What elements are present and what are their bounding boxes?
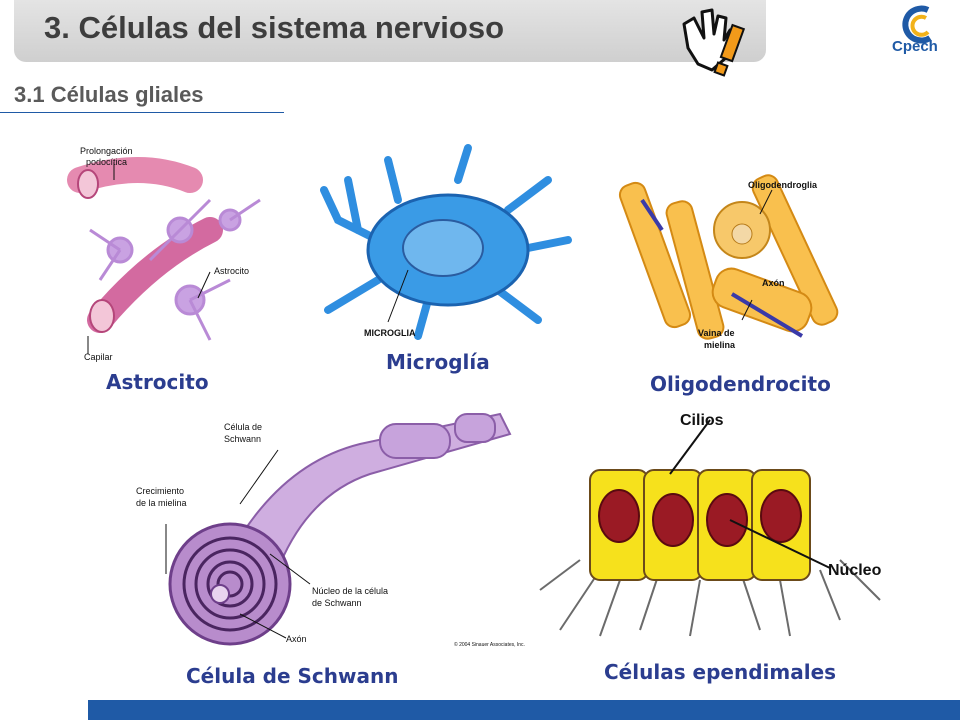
annot-axon-schwann: Axón <box>286 634 307 644</box>
title-bar <box>14 0 766 62</box>
annot-podocitica: podocítica <box>86 157 128 167</box>
ependimales-label: Células ependimales <box>604 660 837 684</box>
annot-oligodendroglia: Oligodendroglia <box>748 180 817 190</box>
cpech-logo-icon <box>902 5 932 44</box>
annot-microglia: MICROGLIA <box>364 328 416 338</box>
subtitle-divider <box>0 112 284 113</box>
ependimales-illustration <box>539 419 881 637</box>
oligodendrocito-illustration <box>618 174 839 340</box>
page-title: 3. Células del sistema nervioso <box>44 10 505 45</box>
oligodendrocito-label: Oligodendrocito <box>650 372 831 396</box>
pointing-hand-icon <box>682 8 746 77</box>
annot-vaina1: Vaina de <box>698 328 735 338</box>
annot-vaina2: mielina <box>704 340 736 350</box>
annot-nucleo-schwann2: de Schwann <box>312 598 362 608</box>
annot-celula2: Schwann <box>224 434 262 444</box>
annot-astrocito: Astrocito <box>214 266 250 276</box>
annot-capilar: Capilar <box>84 352 113 362</box>
microglia-label: Microglía <box>386 350 490 374</box>
schwann-illustration <box>165 412 512 646</box>
annot-axon-oligo: Axón <box>762 278 785 288</box>
annot-nucleo-ependimal: Núcleo <box>828 562 882 579</box>
annot-cilios: Cilios <box>680 412 724 429</box>
astrocito-label: Astrocito <box>106 370 209 394</box>
footer-bar <box>88 700 960 720</box>
copyright: © 2004 Sinauer Associates, Inc. <box>454 642 525 648</box>
astrocito-illustration <box>67 157 261 354</box>
annot-nucleo-schwann1: Núcleo de la célula <box>312 586 389 596</box>
annot-crec1: Crecimiento <box>136 486 185 496</box>
schwann-label: Célula de Schwann <box>186 664 399 688</box>
annot-celula1: Célula de <box>224 422 263 432</box>
logo-text: Cpech <box>892 38 938 55</box>
annot-prolongacion: Prolongación <box>80 146 133 156</box>
section-subtitle: 3.1 Células gliales <box>14 82 204 107</box>
microglia-illustration <box>320 144 572 340</box>
annot-crec2: de la mielina <box>136 498 187 508</box>
